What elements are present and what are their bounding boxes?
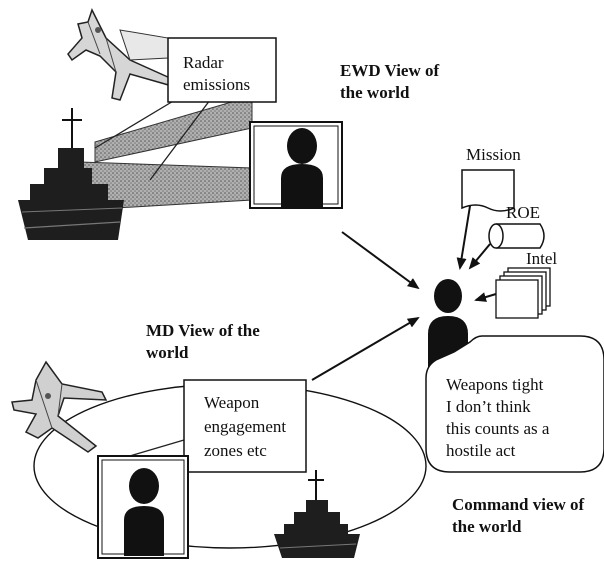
weapon-callout-line-1: Weapon — [204, 393, 260, 412]
md-operator-head-icon — [129, 468, 159, 504]
mission-label: Mission — [466, 145, 521, 164]
warship-icon-top — [18, 108, 124, 240]
roe-database-icon: ROE — [488, 203, 545, 249]
mission-document-icon: Mission — [461, 145, 521, 212]
ewd-operator-head-icon — [287, 128, 317, 164]
radar-callout-line-1: Radar — [183, 53, 224, 72]
jet-aircraft-icon-bottom — [11, 360, 108, 453]
radar-callout-pointer-b — [149, 99, 211, 181]
radar-beam-upper — [94, 95, 253, 163]
speech-line-3: this counts as a — [446, 419, 550, 438]
md-operator-body-icon — [124, 506, 164, 556]
speech-line-1: Weapons tight — [446, 375, 544, 394]
arrow-intel-to-command — [474, 292, 497, 302]
radar-callout-pointer-a — [94, 99, 176, 149]
radar-emissions-callout: Radar emissions — [167, 37, 277, 103]
ewd-view-label-line-1: EWD View of — [340, 61, 440, 80]
weapon-callout-line-2: engagement — [204, 417, 286, 436]
intel-documents-icon: Intel — [495, 249, 557, 319]
radar-callout-line-2: emissions — [183, 75, 250, 94]
weapon-engagement-callout: Weapon engagement zones etc — [183, 379, 307, 473]
ewd-operator-screen — [249, 121, 343, 209]
md-view-label-line-2: world — [146, 343, 189, 362]
speech-line-2: I don’t think — [446, 397, 531, 416]
command-view-label-line-1: Command view of — [452, 495, 585, 514]
md-view-label-line-1: MD View of the — [146, 321, 260, 340]
roe-label: ROE — [506, 203, 540, 222]
ewd-operator-body-icon — [281, 164, 323, 208]
arrow-mission-to-command — [456, 205, 471, 270]
warship-icon-bottom — [274, 470, 360, 558]
weapon-callout-line-3: zones etc — [204, 441, 267, 460]
command-view-label-line-2: the world — [452, 517, 522, 536]
md-operator-screen — [97, 455, 189, 559]
commander-speech-bubble: Weapons tight I don’t think this counts … — [425, 335, 604, 473]
ewd-view-label-line-2: the world — [340, 83, 410, 102]
radar-beam-aircraft — [119, 29, 169, 61]
arrow-ewd-to-command — [341, 231, 420, 290]
jet-aircraft-icon-top — [67, 8, 174, 101]
commander-head-icon — [434, 279, 462, 313]
arrow-roe-to-command — [468, 243, 491, 270]
arrow-md-to-command — [311, 316, 420, 381]
intel-label: Intel — [526, 249, 557, 268]
speech-line-4: hostile act — [446, 441, 516, 460]
